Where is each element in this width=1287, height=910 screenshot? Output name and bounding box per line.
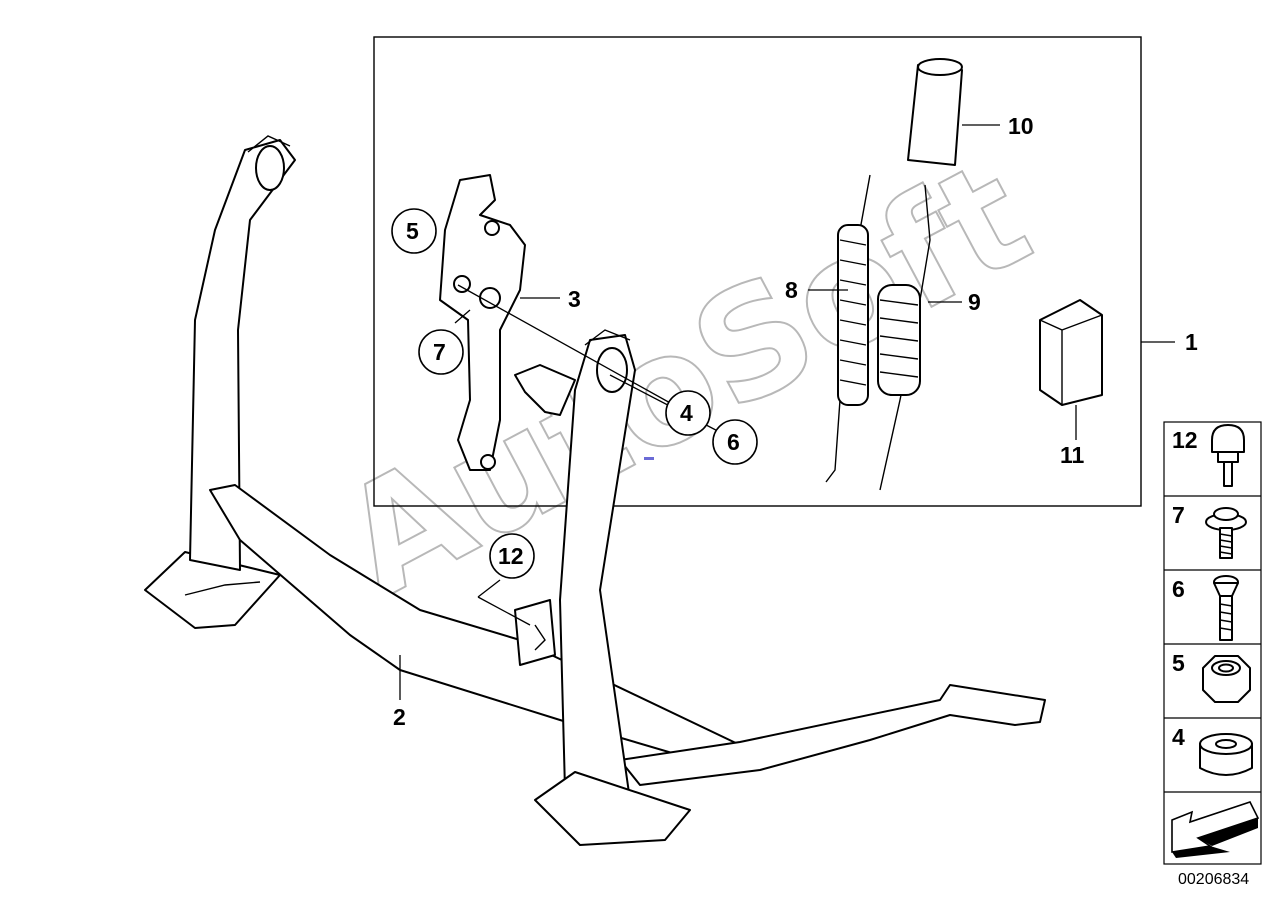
callout-3: 3: [568, 286, 581, 312]
callout-10: 10: [1008, 113, 1034, 139]
sidebar-legend: 12 7 6 5 4: [1163, 421, 1262, 865]
spring-8: [825, 174, 871, 483]
sidebar-item-7-label: 7: [1172, 502, 1185, 528]
callout-circle-12: [489, 533, 535, 579]
center-stand: [144, 135, 1046, 846]
flange-screw-icon: [1205, 507, 1247, 559]
direction-arrow-icon: [1171, 801, 1260, 858]
rubber-buffer-icon: [1211, 424, 1245, 487]
callout-circle-4: [665, 390, 711, 436]
sidebar-item-6-label: 6: [1172, 576, 1185, 602]
sleeve-10: [907, 58, 963, 166]
callout-4: 4: [680, 400, 693, 426]
spacer-bushing-icon: [1199, 733, 1253, 776]
booklet-11: [1039, 299, 1103, 406]
accent-mark: [644, 457, 654, 460]
latch: [514, 364, 576, 416]
sidebar-item-12-label: 12: [1172, 427, 1198, 453]
spring-9: [877, 184, 931, 491]
countersunk-screw-icon: [1213, 575, 1239, 641]
callout-6: 6: [727, 429, 740, 455]
callout-circle-7: [418, 329, 464, 375]
watermark: AutoSoft: [314, 127, 1056, 633]
callout-7: 7: [433, 339, 446, 365]
callout-11: 11: [1060, 442, 1085, 468]
watermark-text: AutoSoft: [315, 128, 1055, 632]
callout-1: 1: [1185, 329, 1198, 355]
kit-frame: [373, 36, 1142, 507]
callout-5: 5: [406, 218, 419, 244]
callout-2: 2: [393, 704, 406, 730]
callout-circle-6: [712, 419, 758, 465]
lock-nut-icon: [1202, 655, 1251, 703]
sidebar-item-4-label: 4: [1172, 724, 1185, 750]
callout-circle-5: [391, 208, 437, 254]
callout-9: 9: [968, 289, 981, 315]
callout-8: 8: [785, 277, 798, 303]
sidebar-item-5-label: 5: [1172, 650, 1185, 676]
callout-12: 12: [498, 543, 524, 569]
document-number: 00206834: [1178, 871, 1249, 888]
bracket-plate: [439, 174, 526, 471]
